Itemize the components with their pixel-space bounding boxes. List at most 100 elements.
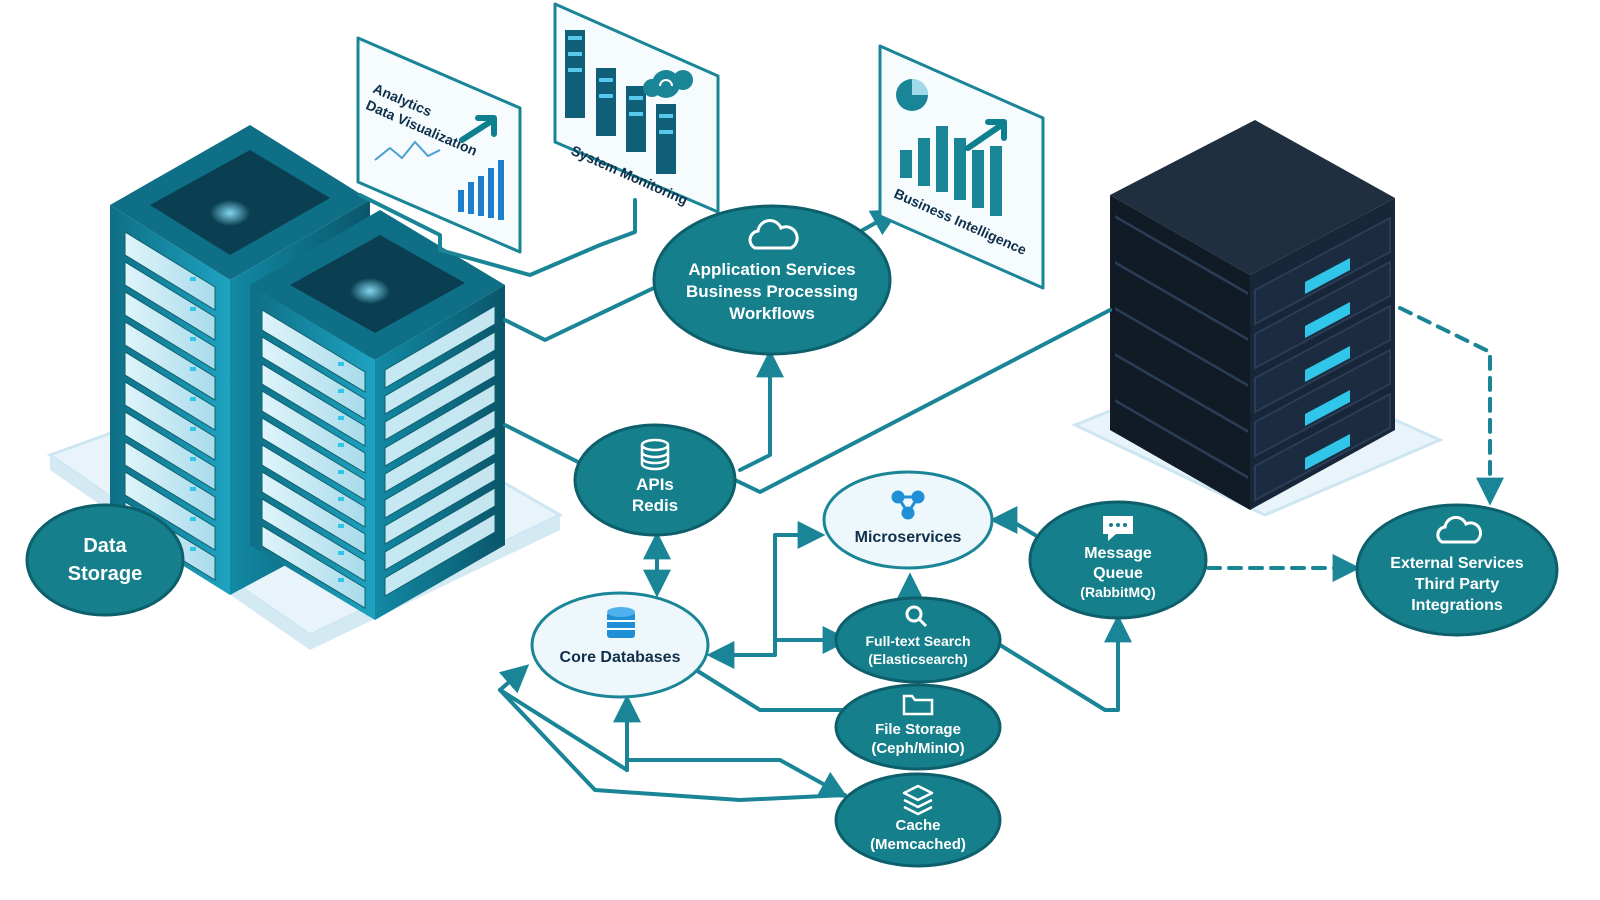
status-led	[190, 517, 196, 521]
server-blade-side	[384, 409, 496, 493]
node-full-text-search[interactable]: Full-text Search (Elasticsearch)	[834, 596, 1002, 684]
bi-panel: Business Intelligence	[878, 44, 1045, 290]
connector-towers-appservices	[503, 283, 662, 342]
status-led	[338, 578, 344, 582]
server-blade	[261, 498, 366, 582]
bi-bar-chart	[900, 126, 1002, 216]
chat-icon	[1103, 516, 1133, 541]
bi-arrow-icon	[965, 119, 1007, 151]
core-db-label: Core Databases	[560, 649, 681, 666]
cache-line2: (Memcached)	[870, 836, 966, 853]
node-external-services[interactable]: External Services Third Party Integratio…	[1355, 503, 1559, 637]
rack-unit	[1254, 348, 1391, 458]
rack-status-light	[1305, 346, 1350, 382]
trend-arrow-icon	[459, 115, 497, 143]
server-blade-side	[384, 487, 496, 571]
server-blade-side	[384, 383, 496, 467]
status-led	[338, 524, 344, 528]
file-storage-line1: File Storage	[875, 721, 961, 738]
server-blade	[261, 363, 366, 447]
cache-line1: Cache	[895, 817, 940, 834]
node-data-storage[interactable]: Data Storage	[25, 503, 185, 617]
apis-line2: Redis	[632, 496, 678, 515]
server-blade	[124, 321, 216, 401]
rack-status-light	[1305, 258, 1350, 294]
microservices-label: Microservices	[855, 529, 962, 546]
server-blade-side	[384, 305, 496, 389]
connector-loop-cache	[498, 688, 847, 802]
search-icon	[905, 605, 928, 628]
server-blade	[261, 444, 366, 528]
connector-queue-microservices	[989, 506, 1037, 537]
server-blade	[124, 261, 216, 341]
status-led	[190, 307, 196, 311]
status-led	[338, 443, 344, 447]
data-storage-line2: Storage	[68, 563, 142, 585]
apis-line1: APIs	[636, 475, 674, 494]
connector-server-external	[1398, 306, 1504, 506]
server-blade-side	[384, 513, 496, 597]
status-led	[338, 497, 344, 501]
rack-divider	[1115, 215, 1248, 295]
rack-unit	[1254, 392, 1391, 502]
rack-status-light	[1305, 434, 1350, 470]
node-microservices[interactable]: Microservices	[822, 470, 994, 570]
mini-server-racks	[565, 30, 676, 174]
layers-icon	[902, 784, 934, 816]
search-line1: Full-text Search	[865, 633, 970, 649]
external-line3: Integrations	[1411, 597, 1503, 614]
rack-divider	[1115, 307, 1248, 387]
external-line2: Third Party	[1415, 576, 1500, 593]
server-blade	[124, 441, 216, 521]
status-led	[338, 362, 344, 366]
status-led	[190, 547, 196, 551]
server-blade	[261, 471, 366, 555]
external-line1: External Services	[1390, 555, 1524, 572]
cloud-icon	[748, 219, 799, 250]
rack-divider	[1115, 399, 1248, 479]
status-led	[190, 487, 196, 491]
app-services-line3: Workflows	[729, 304, 815, 323]
rack-status-light	[1305, 302, 1350, 338]
rack-unit	[1254, 216, 1391, 326]
node-file-storage[interactable]: File Storage (Ceph/MinIO)	[834, 683, 1002, 771]
node-core-databases[interactable]: Core Databases	[530, 591, 710, 699]
server-blade	[124, 231, 216, 311]
connector-coredb-microservices	[706, 521, 826, 669]
rack-divider	[1115, 353, 1248, 433]
status-led	[190, 277, 196, 281]
connector-search-queue	[998, 614, 1132, 712]
node-message-queue[interactable]: Message Queue (RabbitMQ)	[1028, 500, 1208, 620]
status-led	[190, 367, 196, 371]
search-line2: (Elasticsearch)	[868, 651, 968, 667]
server-blade	[261, 390, 366, 474]
server-blade	[261, 336, 366, 420]
status-led	[190, 337, 196, 341]
node-cache[interactable]: Cache (Memcached)	[834, 772, 1002, 868]
rack-unit	[1254, 304, 1391, 414]
server-blade	[124, 381, 216, 461]
mini-bar-chart	[458, 160, 504, 220]
server-blade	[261, 309, 366, 393]
rack-status-light	[1305, 390, 1350, 426]
app-services-line1: Application Services	[688, 260, 855, 279]
app-services-line2: Business Processing	[686, 282, 858, 301]
status-led	[338, 551, 344, 555]
status-led	[190, 397, 196, 401]
database-icon	[607, 607, 635, 638]
node-application-services[interactable]: Application Services Business Processing…	[652, 204, 892, 356]
status-led	[338, 416, 344, 420]
database-icon	[640, 438, 670, 471]
node-apis-redis[interactable]: APIs Redis	[573, 423, 737, 537]
status-led	[190, 427, 196, 431]
cloud-icon	[1436, 515, 1483, 544]
queue-line3: (RabbitMQ)	[1080, 584, 1155, 600]
data-storage-line1: Data	[83, 535, 127, 557]
server-blade	[261, 525, 366, 609]
status-led	[190, 457, 196, 461]
network-icon	[891, 490, 925, 520]
connector-apis-appservices	[738, 349, 784, 472]
monitoring-cloud-icon	[643, 70, 693, 98]
queue-line2: Queue	[1093, 565, 1143, 582]
